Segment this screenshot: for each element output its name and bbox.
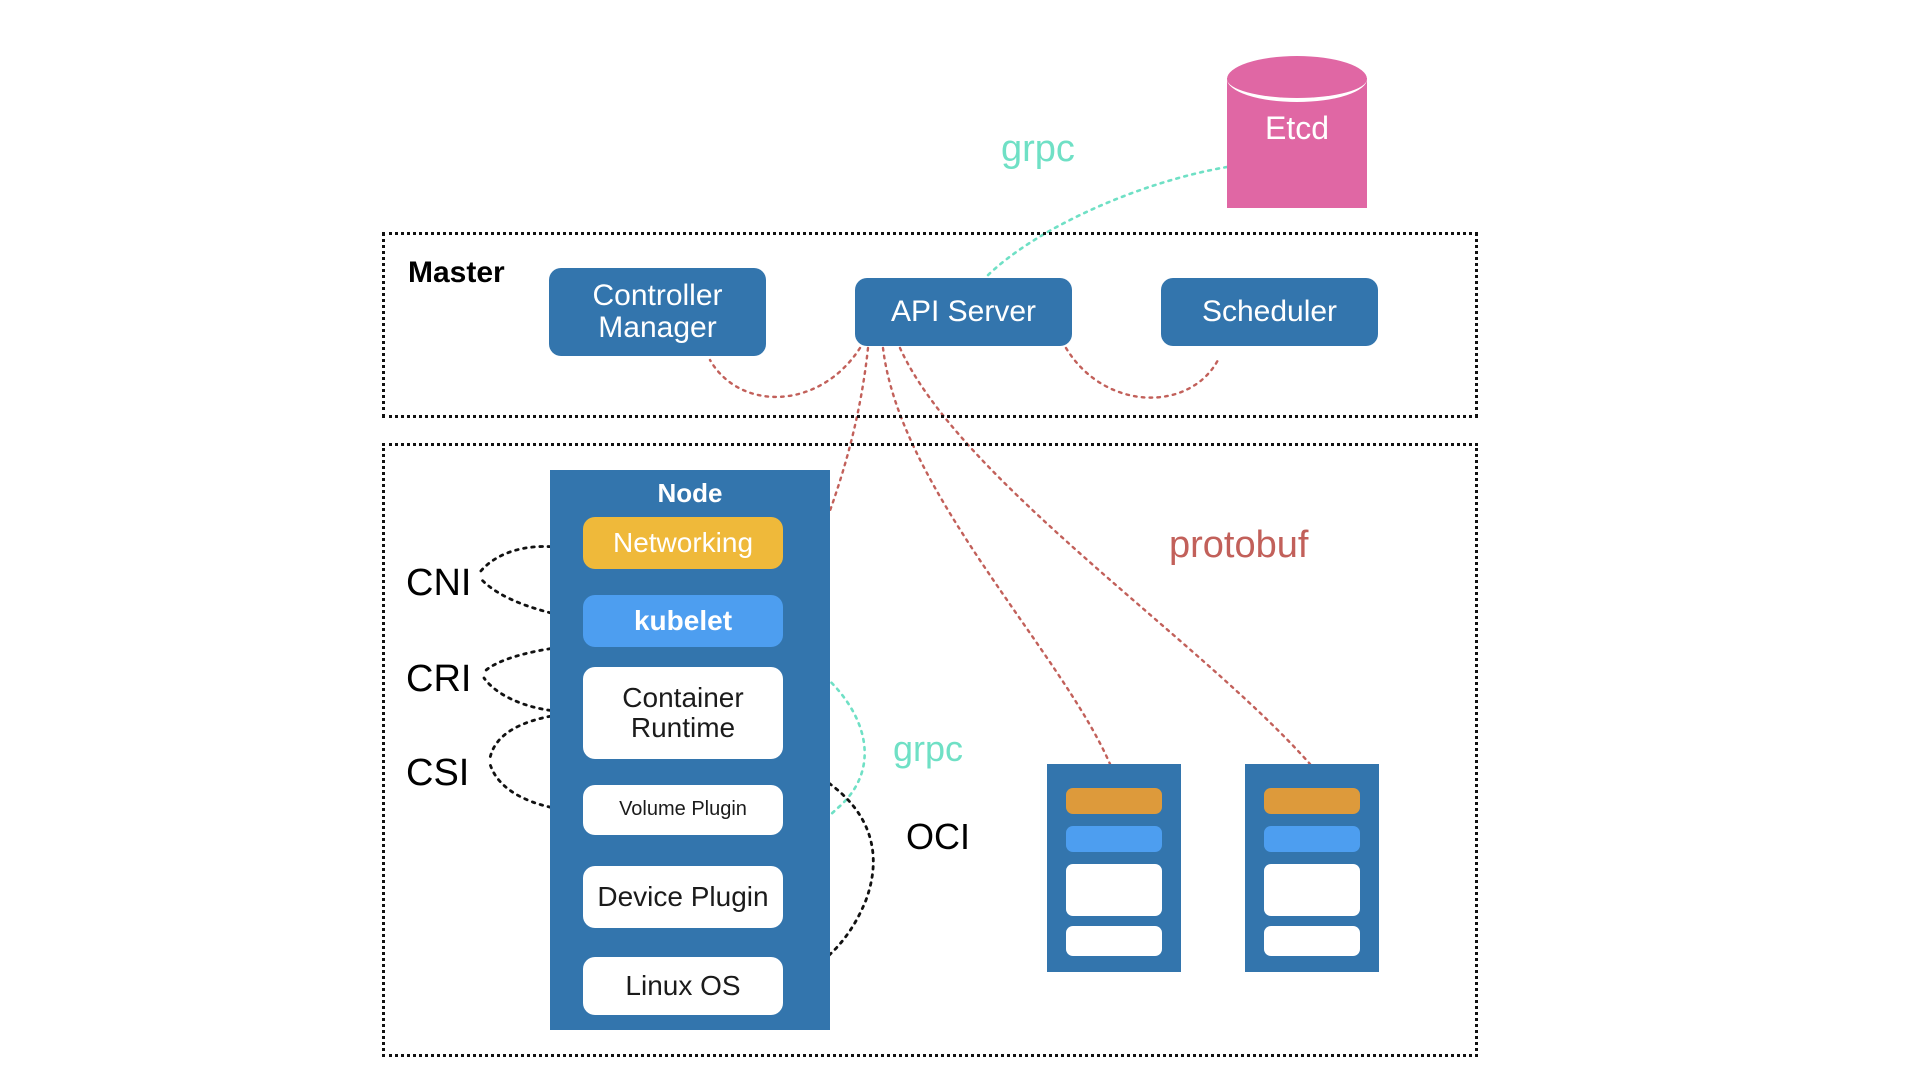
pod-slot-networking [1066, 788, 1162, 814]
pod-slot-os [1264, 926, 1360, 956]
pod-stack-1[interactable] [1047, 764, 1181, 972]
pod-slot-runtime [1264, 864, 1360, 916]
node-box-networking[interactable]: Networking [583, 517, 783, 569]
master-plane-boundary [382, 232, 1478, 418]
grpc-runtime-label: grpc [893, 728, 964, 769]
pod-slot-os [1066, 926, 1162, 956]
interface-label-csi: CSI [406, 752, 470, 794]
master-plane-title: Master [408, 256, 505, 289]
oci-label: OCI [906, 816, 971, 857]
node-title: Node [657, 478, 723, 508]
api-server-box[interactable]: API Server [855, 278, 1072, 346]
node-box-device-plugin[interactable]: Device Plugin [583, 866, 783, 928]
node-box-linux-os[interactable]: Linux OS [583, 957, 783, 1015]
pod-slot-kubelet [1264, 826, 1360, 852]
interface-label-cri: CRI [406, 658, 472, 700]
protobuf-label: protobuf [1169, 524, 1309, 566]
pod-stack-2[interactable] [1245, 764, 1379, 972]
nodes-plane-boundary [382, 443, 1478, 1057]
interface-label-cni: CNI [406, 562, 472, 604]
node-box-volume-plugin[interactable]: Volume Plugin [583, 785, 783, 835]
pod-slot-kubelet [1066, 826, 1162, 852]
scheduler-box[interactable]: Scheduler [1161, 278, 1378, 346]
pod-slot-networking [1264, 788, 1360, 814]
etcd-cylinder-top [1227, 56, 1367, 102]
node-box-kubelet[interactable]: kubelet [583, 595, 783, 647]
grpc-etcd-label: grpc [1001, 128, 1075, 170]
etcd-label: Etcd [1264, 110, 1330, 146]
pod-slot-runtime [1066, 864, 1162, 916]
etcd-cylinder[interactable]: Etcd [1227, 56, 1367, 208]
